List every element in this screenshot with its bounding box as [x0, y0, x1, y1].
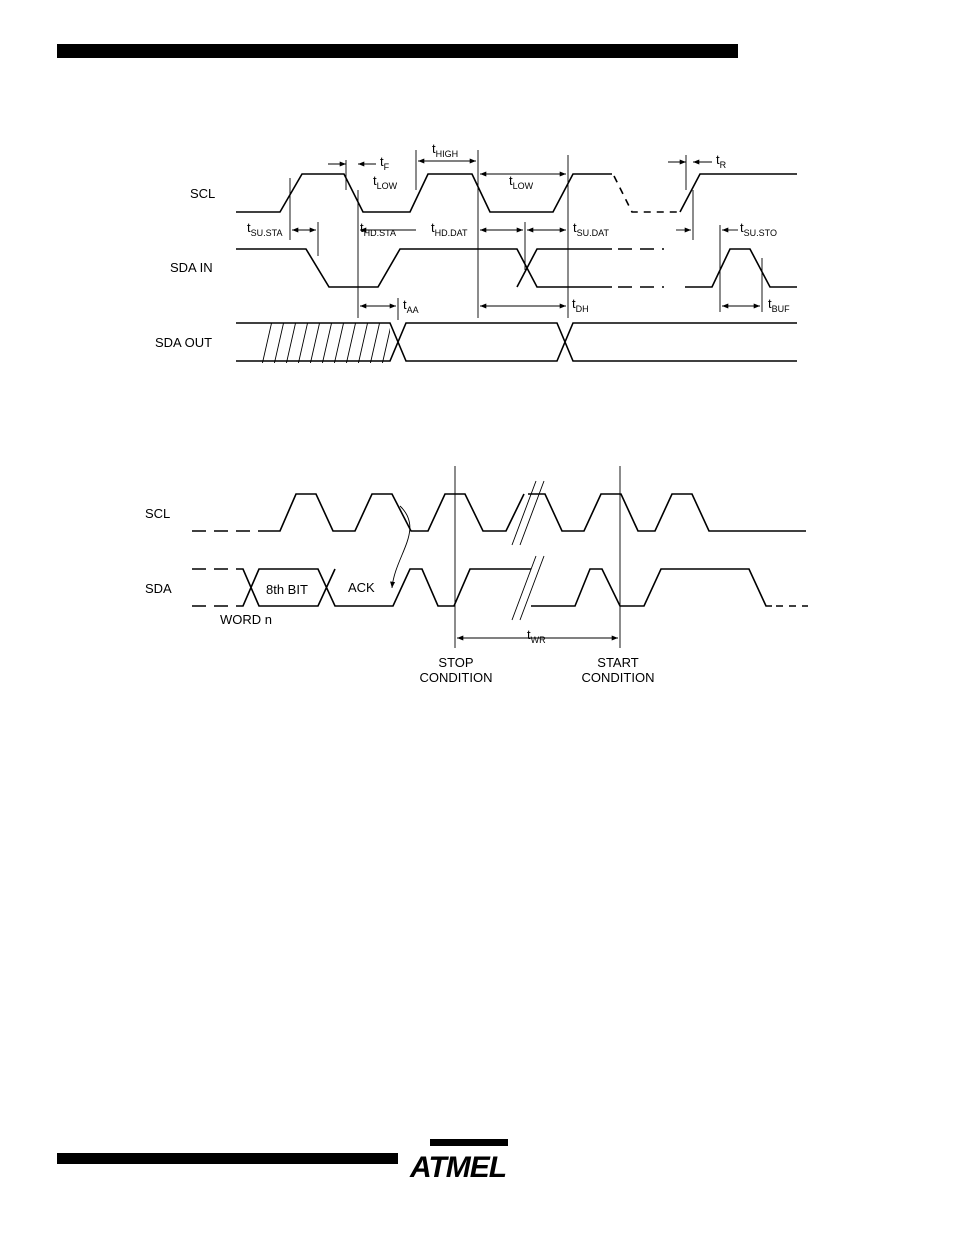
scl-waveform-gap: [614, 176, 680, 212]
wc-break-marks: [512, 481, 544, 620]
wc-sda-dashed-start: [192, 569, 236, 606]
t-buf-label: tBUF: [768, 296, 790, 314]
wc-sda-waveform-2: [531, 569, 772, 606]
sda-out-label: SDA OUT: [155, 335, 212, 350]
wc-start-label-1: START: [597, 655, 638, 670]
wc-scl-label: SCL: [145, 506, 170, 521]
t-r-label: tR: [716, 152, 727, 170]
sda-in-label: SDA IN: [170, 260, 213, 275]
t-f-label: tF: [380, 154, 390, 172]
wc-start-label-2: CONDITION: [582, 670, 655, 685]
wc-ack-label: ACK: [348, 580, 375, 595]
write-cycle-diagram: SCL SDA 8th BIT ACK WORD n tWR STOP COND…: [145, 466, 808, 685]
sda-in-dashed: [618, 249, 664, 287]
sda-in-waveform: [236, 249, 612, 287]
t-hd-dat-label: tHD.DAT: [431, 220, 468, 238]
t-dh-label: tDH: [572, 296, 589, 314]
wc-word-n-label: WORD n: [220, 612, 272, 627]
t-low-label-1: tLOW: [373, 173, 398, 191]
scl-waveform: [236, 174, 612, 212]
sda-in-waveform-low: [517, 249, 612, 287]
atmel-logo: ATMEL: [409, 1139, 508, 1184]
sda-in-stop: [685, 249, 797, 287]
t-hd-sta-label: tHD.STA: [360, 220, 396, 238]
scl-label: SCL: [190, 186, 215, 201]
t-su-dat-label: tSU.DAT: [573, 220, 609, 238]
sda-out-waveform: [236, 323, 797, 361]
wc-sda-label: SDA: [145, 581, 172, 596]
wc-stop-label-1: STOP: [438, 655, 473, 670]
scl-waveform-end: [680, 174, 797, 212]
t-low-label-2: tLOW: [509, 173, 534, 191]
t-su-sta-label: tSU.STA: [247, 220, 282, 238]
wc-scl-waveform-2: [528, 494, 806, 531]
sda-out-hatch: [262, 321, 392, 365]
wc-eighth-bit-label: 8th BIT: [266, 582, 308, 597]
timing-reference-lines: [290, 150, 762, 320]
t-su-sto-label: tSU.STO: [740, 220, 777, 238]
t-aa-label: tAA: [403, 297, 419, 315]
t-high-label: tHIGH: [432, 141, 458, 159]
atmel-logo-text: ATMEL: [409, 1151, 506, 1184]
wc-scl-waveform: [270, 494, 524, 531]
wc-twr-label: tWR: [527, 627, 546, 645]
wc-stop-label-2: CONDITION: [420, 670, 493, 685]
bus-timing-diagram: SCL SDA IN SDA OUT: [155, 141, 797, 365]
